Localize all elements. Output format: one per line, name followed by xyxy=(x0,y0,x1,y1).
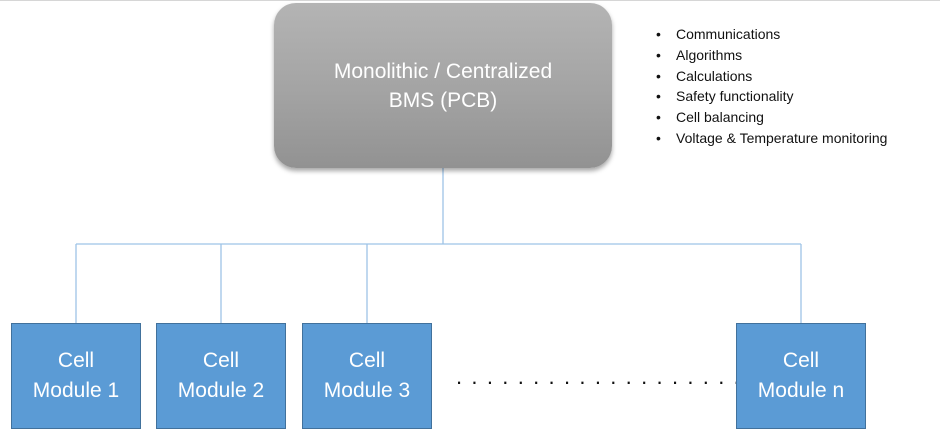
bms-box: Monolithic / Centralized BMS (PCB) xyxy=(274,3,612,168)
module-label-line-2: Module n xyxy=(757,379,845,402)
cell-module-3: Cell Module 3 xyxy=(302,323,432,429)
function-item: Voltage & Temperature monitoring xyxy=(654,128,887,149)
function-item: Calculations xyxy=(654,66,887,87)
function-item: Safety functionality xyxy=(654,86,887,107)
module-label-line-2: Module 1 xyxy=(32,379,120,402)
module-label-line-2: Module 2 xyxy=(177,379,265,402)
module-label-line-1: Cell xyxy=(348,349,386,372)
cell-module-2: Cell Module 2 xyxy=(156,323,286,429)
module-label-line-2: Module 3 xyxy=(323,379,411,402)
bms-title-line-2: BMS (PCB) xyxy=(388,88,498,112)
cell-module-n: Cell Module n xyxy=(736,323,866,429)
bms-function-list: Communications Algorithms Calculations S… xyxy=(654,24,887,149)
cell-module-1: Cell Module 1 xyxy=(11,323,141,429)
ellipsis-dots: . . . . . . . . . . . . . . . . . . . xyxy=(456,364,742,389)
bms-title-line-1: Monolithic / Centralized xyxy=(333,59,553,83)
module-label-line-1: Cell xyxy=(57,349,95,372)
function-item: Communications xyxy=(654,24,887,45)
function-item: Cell balancing xyxy=(654,107,887,128)
module-label-line-1: Cell xyxy=(202,349,240,372)
module-label-line-1: Cell xyxy=(782,349,820,372)
function-item: Algorithms xyxy=(654,45,887,66)
